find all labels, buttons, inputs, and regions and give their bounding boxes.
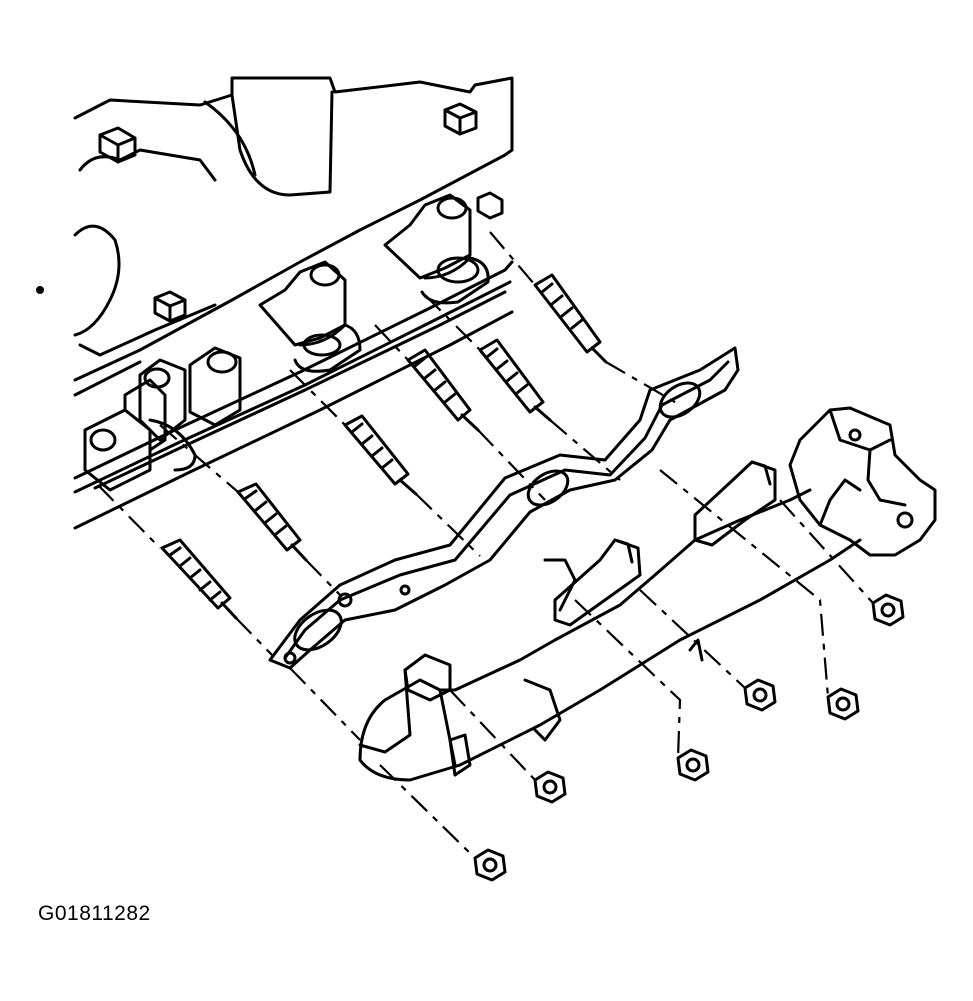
head-bolt-2 xyxy=(443,102,478,136)
reference-dot xyxy=(36,286,44,294)
stud-2 xyxy=(236,482,308,562)
nut-5 xyxy=(826,687,860,721)
exhaust-port-5 xyxy=(383,193,490,305)
head-bolt-1 xyxy=(98,126,137,164)
cylinder-head xyxy=(73,76,514,530)
stud-6 xyxy=(533,273,608,364)
stud-5 xyxy=(478,338,552,422)
nut-3 xyxy=(676,748,710,782)
exhaust-manifold xyxy=(358,406,937,782)
nut-4 xyxy=(743,678,777,712)
nut-2 xyxy=(533,770,567,804)
exhaust-port-4 xyxy=(258,260,362,373)
manifold-gasket xyxy=(268,346,740,670)
nut-6 xyxy=(871,593,905,627)
exhaust-port-3 xyxy=(188,346,242,427)
nut-1 xyxy=(473,848,507,882)
alignment-lines xyxy=(97,231,874,859)
figure-id-label: G01811282 xyxy=(38,902,151,925)
head-bolt-3 xyxy=(153,290,187,323)
head-bolt-4 xyxy=(476,191,504,220)
stud-4 xyxy=(406,348,480,432)
stud-3 xyxy=(343,414,418,496)
stud-1 xyxy=(160,538,238,620)
